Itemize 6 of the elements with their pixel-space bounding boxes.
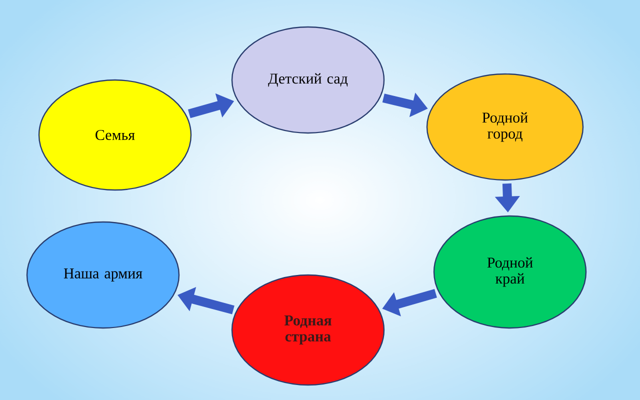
ellipse-node: Семья (38, 79, 192, 191)
ellipse-node: Детский сад (231, 26, 385, 134)
ellipse-node: Родная страна (231, 274, 385, 386)
ellipse-node: Родной город (426, 73, 584, 181)
ellipse-node: Наша армия (26, 221, 180, 329)
ellipse-node: Родной край (433, 215, 587, 329)
